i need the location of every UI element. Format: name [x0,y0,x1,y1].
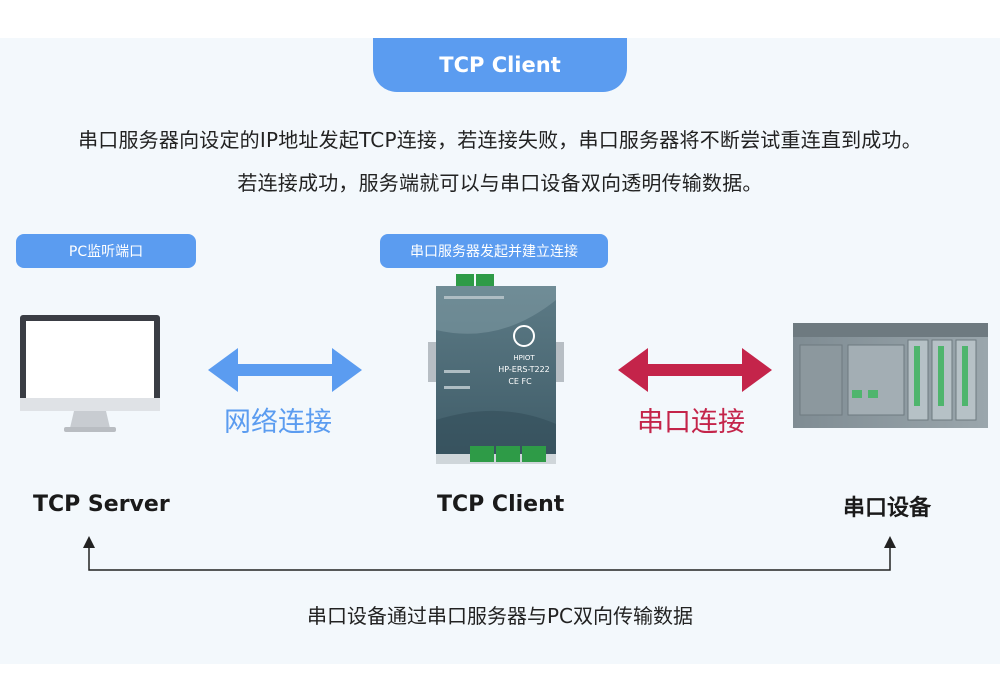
description-line-2: 若连接成功，服务端就可以与串口设备双向透明传输数据。 [237,171,763,195]
network-connection-label: 网络连接 [224,407,332,438]
device-brand-text: HPIOT [513,354,535,362]
serial-device-label: 串口设备 [843,496,932,521]
footer-caption: 串口设备通过串口服务器与PC双向传输数据 [306,604,694,628]
bracket-left-arrowhead [83,536,95,548]
bidirectional-bracket-line [88,548,891,571]
pc-monitor-icon [20,315,160,432]
plc-device-icon [793,323,988,428]
page-title: TCP Client [373,38,627,92]
serial-connection-label: 串口连接 [637,407,745,438]
tcp-client-label: TCP Client [437,492,565,517]
serial-server-device-icon [428,274,564,464]
tcp-server-label: TCP Server [33,492,170,517]
pc-listen-port-tag: PC监听端口 [16,234,196,268]
device-marks-text: CE FC [508,377,532,386]
description-line-1: 串口服务器向设定的IP地址发起TCP连接，若连接失败，串口服务器将不断尝试重连直… [78,128,922,152]
network-arrow-icon [208,348,362,392]
device-model-text: HP-ERS-T222 [498,365,550,374]
serial-arrow-icon [618,348,772,392]
server-connect-tag: 串口服务器发起并建立连接 [380,234,608,268]
bracket-right-arrowhead [884,536,896,548]
